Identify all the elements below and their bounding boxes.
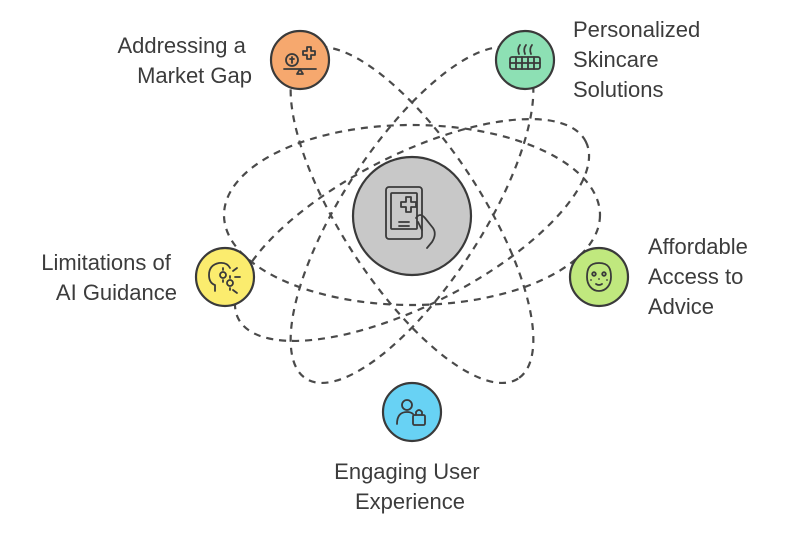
tablet-medical-cross-icon: [385, 186, 436, 249]
label-ai-limitations: Limitations of AI Guidance: [41, 250, 177, 305]
label-line: Limitations of: [41, 250, 172, 275]
orbit-tilt-left: [233, 117, 591, 343]
skin-layers-icon: [509, 44, 541, 70]
center-circle: [351, 155, 473, 277]
node-personalized-skincare: Personalized Skincare Solutions: [494, 17, 706, 102]
label-personalized-skincare: Personalized Skincare Solutions: [573, 17, 706, 102]
ai-head-gears-icon: [208, 261, 241, 294]
label-engaging-ux: Engaging User Experience: [334, 459, 486, 514]
label-line: AI Guidance: [56, 280, 177, 305]
label-market-gap: Addressing a Market Gap: [117, 33, 252, 88]
center-node: [351, 155, 473, 277]
node-circle-engaging-ux: [381, 381, 443, 443]
label-line: Advice: [648, 294, 714, 319]
label-line: Skincare: [573, 47, 659, 72]
orbit-steep-right: [289, 45, 535, 385]
label-line: Engaging User: [334, 459, 480, 484]
label-line: Market Gap: [137, 63, 252, 88]
node-affordable-access: Affordable Access to Advice: [568, 234, 754, 319]
label-line: Addressing a: [117, 33, 246, 58]
node-circle-market-gap: [269, 29, 331, 91]
balance-scale-plus-icon: [283, 46, 317, 75]
node-ai-limitations: Limitations of AI Guidance: [41, 246, 256, 308]
node-market-gap: Addressing a Market Gap: [117, 29, 331, 91]
node-circle-affordable-access: [568, 246, 630, 308]
node-engaging-ux: Engaging User Experience: [334, 381, 486, 514]
node-circle-personalized-skincare: [494, 29, 556, 91]
label-line: Personalized: [573, 17, 700, 42]
label-line: Affordable: [648, 234, 748, 259]
label-line: Solutions: [573, 77, 664, 102]
user-lock-icon: [396, 399, 426, 426]
face-mask-icon: [586, 262, 612, 292]
orbit-horizontal: [222, 123, 602, 307]
label-line: Experience: [355, 489, 465, 514]
label-line: Access to: [648, 264, 743, 289]
label-affordable-access: Affordable Access to Advice: [648, 234, 754, 319]
